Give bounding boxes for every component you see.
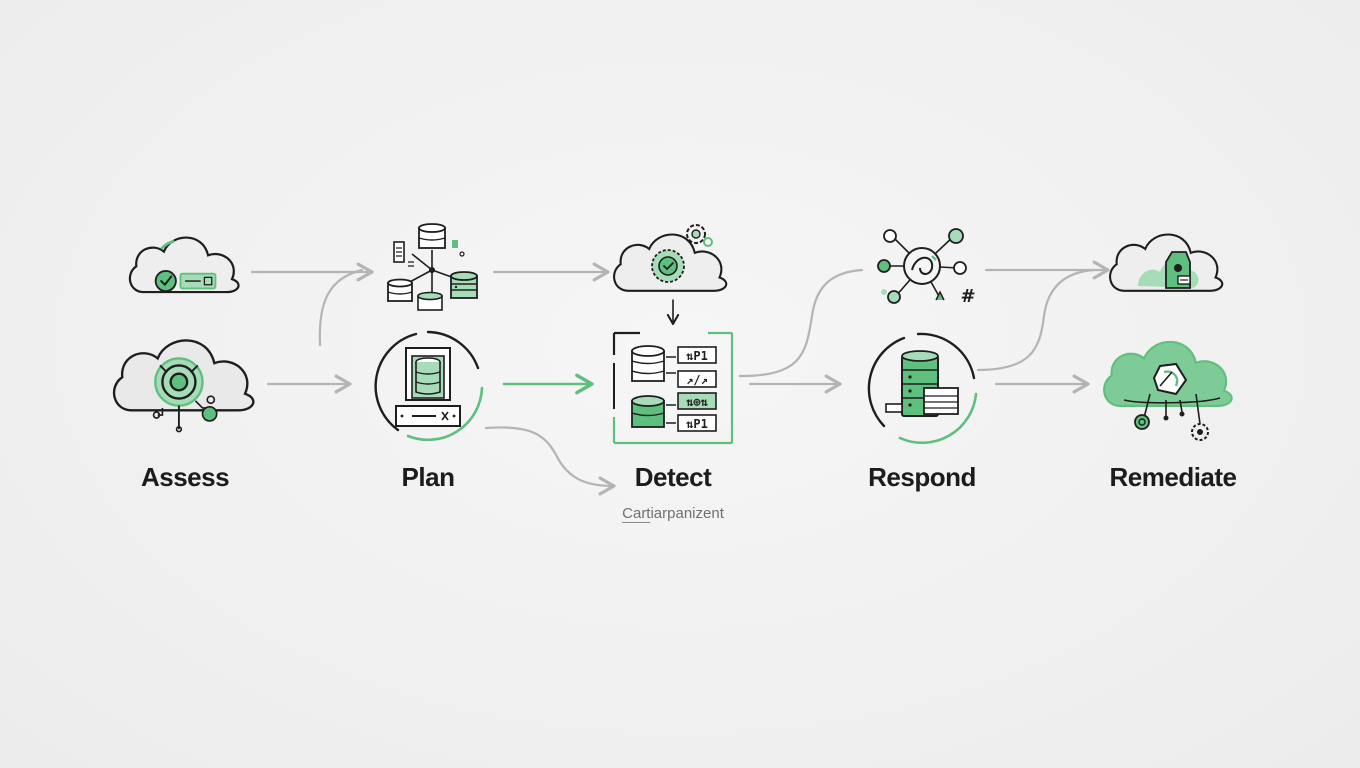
stage-label-plan: Plan — [401, 462, 455, 492]
respond-bottom-server-circle-icon — [867, 332, 978, 445]
plan-top-database-network-icon — [387, 223, 478, 311]
detect-row-4: ⇅P1 — [686, 417, 708, 431]
stage-label-remediate: Remediate — [1109, 462, 1238, 492]
arrow-detect-curve-to-respond-top — [738, 268, 864, 378]
detect-panel: ⇅P1 ↗/↗ ⇅⊕⇅ ⇅P1 — [612, 331, 734, 445]
stage-label-detect: Detect — [634, 462, 712, 492]
detect-row-2: ↗/↗ — [686, 373, 708, 387]
assess-top-cloud-icon — [128, 236, 240, 294]
assess-bottom-cloud-icon — [112, 339, 255, 433]
detect-cloud-shield-icon — [613, 224, 728, 292]
detect-row-3: ⇅⊕⇅ — [686, 395, 708, 409]
respond-hash-symbol: # — [960, 286, 975, 307]
arrow-respond-curve-to-remediate-top — [976, 268, 1096, 372]
arrow-curve-to-plan-top — [318, 268, 364, 347]
plan-bottom-server-circle-icon — [374, 330, 484, 442]
detect-row-1: ⇅P1 — [686, 349, 708, 363]
remediate-bottom-cloud-icon — [1103, 340, 1233, 441]
stage-label-assess: Assess — [140, 462, 230, 492]
remediate-top-cloud-lock-icon — [1109, 233, 1224, 292]
stage-label-respond: Respond — [868, 462, 976, 492]
arrow-plan-curve-down — [484, 426, 616, 496]
detect-sublabel: Cartiarpanizent — [622, 505, 724, 523]
connectors — [250, 260, 1110, 496]
respond-top-network-icon — [877, 228, 967, 304]
